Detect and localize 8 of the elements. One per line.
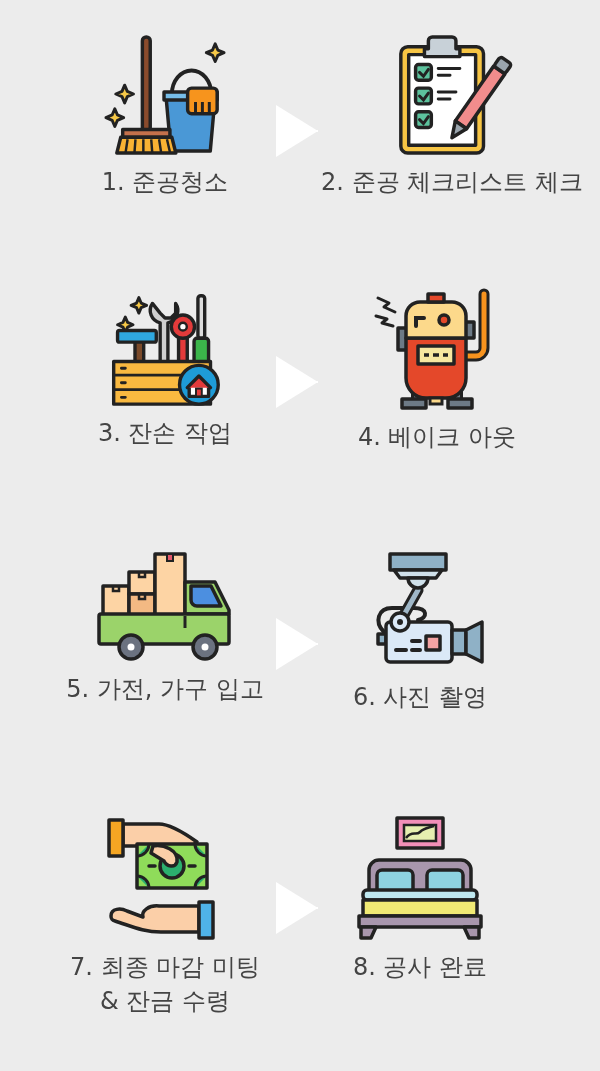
step-label: 7. 최종 마감 미팅 & 잔금 수령 [69, 952, 261, 1017]
step-label: 6. 사진 촬영 [351, 682, 489, 713]
step-label: 3. 잔손 작업 [96, 418, 234, 449]
step-label: 2. 준공 체크리스트 체크 [320, 167, 584, 198]
step-label: 4. 베이크 아웃 [356, 422, 518, 453]
step-label: 1. 준공청소 [100, 167, 230, 198]
step-label: 5. 가전, 가구 입고 [65, 674, 265, 705]
step-label: 8. 공사 완료 [351, 952, 489, 983]
